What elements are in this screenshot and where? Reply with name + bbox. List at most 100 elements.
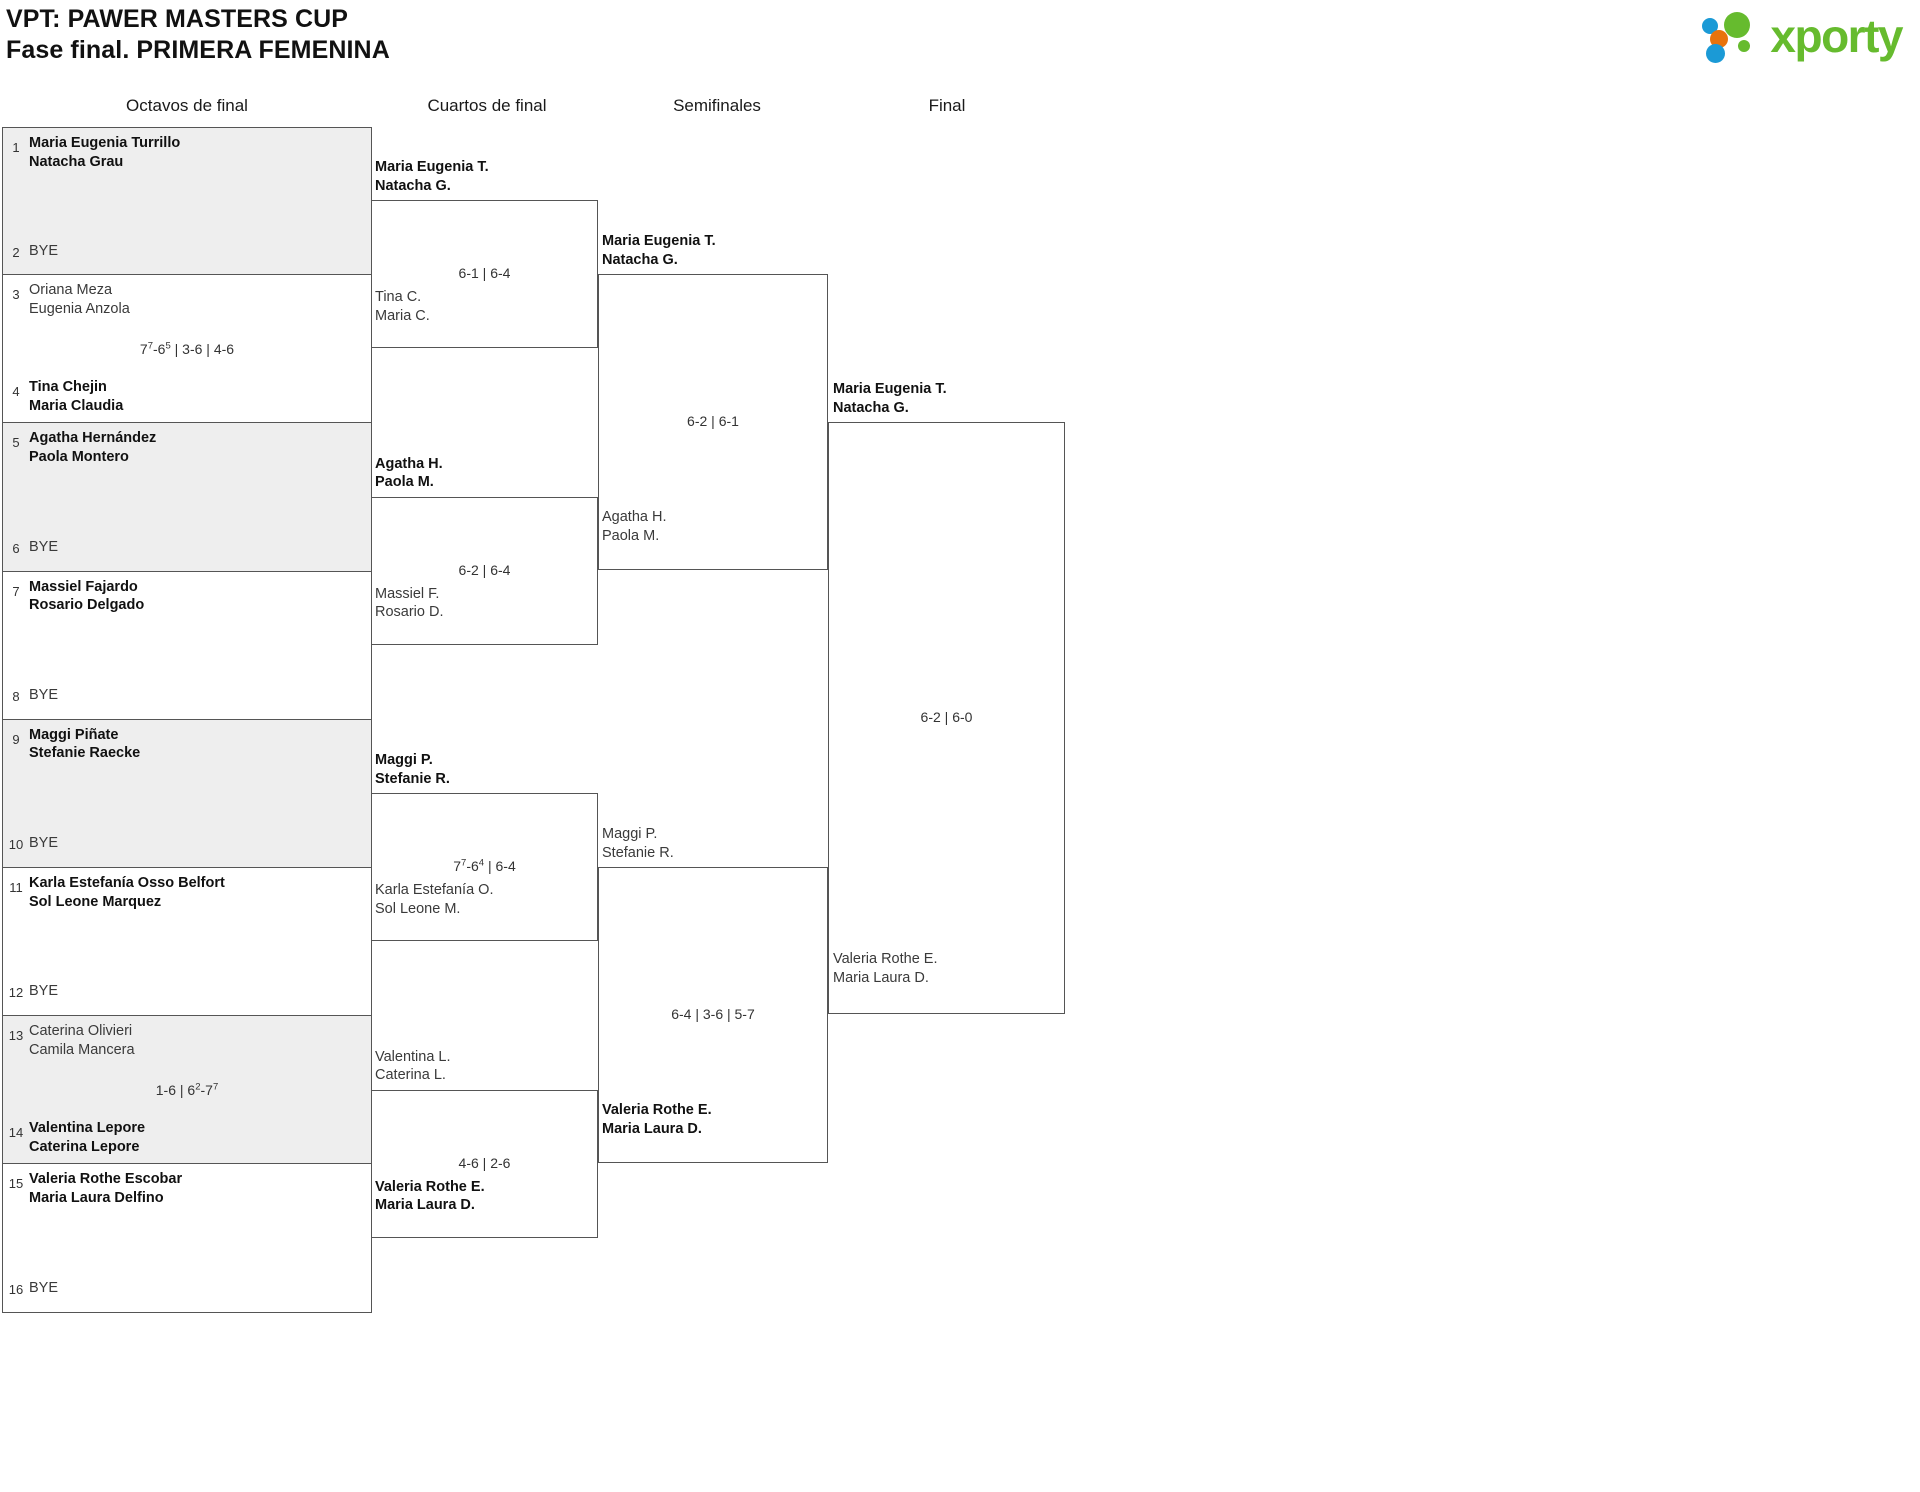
bye-label: BYE [29, 834, 59, 851]
cuartos-match[interactable] [371, 793, 598, 941]
semifinales-slot-top[interactable]: Maria Eugenia T.Natacha G. [602, 232, 716, 269]
player-name: Sol Leone Marquez [29, 893, 162, 910]
semifinales-match[interactable] [598, 274, 828, 570]
cuartos-match[interactable] [371, 1089, 598, 1238]
cuartos-slot-top[interactable]: Agatha H.Paola M. [375, 455, 443, 492]
player-name: Paola Montero [29, 448, 129, 465]
semifinales-slot-bottom[interactable]: Agatha H.Paola M. [602, 508, 667, 545]
seed-number: 4 [12, 384, 20, 400]
player-name: Maggi P. [602, 826, 658, 842]
match-score: 77-65 | 3-6 | 4-6 [139, 340, 235, 358]
logo-dots-icon [1702, 10, 1764, 63]
bye-label: BYE [29, 1279, 59, 1296]
player-name: Sol Leone M. [375, 900, 461, 917]
player-name: Natacha G. [602, 251, 678, 268]
semifinales-slot-bottom[interactable]: Valeria Rothe E.Maria Laura D. [602, 1101, 712, 1138]
player-name: Maggi Piñate [29, 726, 119, 743]
cuartos-score: 77-64 | 6-4 [453, 857, 516, 874]
final-score: 6-2 | 6-0 [920, 709, 973, 725]
semifinales-score: 6-2 | 6-1 [687, 413, 739, 429]
player-name: Maria Laura D. [833, 969, 929, 986]
player-name: Natacha G. [833, 399, 909, 416]
player-name: Rosario D. [375, 604, 444, 620]
player-name: Paola M. [602, 527, 660, 544]
player-name: Paola M. [375, 474, 434, 490]
cuartos-score: 6-2 | 6-4 [458, 561, 511, 578]
final-match[interactable] [828, 422, 1065, 1014]
seed-number: 9 [12, 731, 20, 747]
cuartos-match[interactable] [371, 200, 598, 348]
cuartos-slot-top[interactable]: Maria Eugenia T.Natacha G. [375, 158, 489, 195]
seed-number: 12 [8, 985, 24, 1001]
cuartos-match[interactable] [371, 496, 598, 645]
logo-dot-green-large-icon [1724, 12, 1751, 38]
player-name: Tina C. [375, 289, 422, 305]
player-name: Maria Eugenia T. [833, 381, 947, 397]
match-score: 1-6 | 62-77 [155, 1081, 219, 1099]
seed-number: 2 [12, 245, 20, 261]
final-slot-top[interactable]: Maria Eugenia T. Natacha G. [833, 380, 947, 417]
final-slot-bottom[interactable]: Valeria Rothe E. Maria Laura D. [833, 950, 938, 987]
seed-number: 16 [8, 1281, 24, 1297]
semifinales-slot-top[interactable]: Maggi P.Stefanie R. [602, 825, 674, 862]
cuartos-slot-top[interactable]: Maggi P.Stefanie R. [375, 751, 450, 788]
cuartos-slot-bottom[interactable]: Karla Estefanía O.Sol Leone M. [375, 881, 493, 918]
player-name: Eugenia Anzola [29, 300, 130, 317]
logo-wordmark: xporty [1770, 10, 1903, 62]
bye-label: BYE [29, 983, 59, 1000]
player-name: Valeria Rothe E. [375, 1178, 485, 1195]
cuartos-slot-bottom[interactable]: Tina C.Maria C. [375, 288, 430, 325]
player-name: Stefanie Raecke [29, 745, 141, 762]
octavos-slot-bottom[interactable]: 12 BYE [3, 976, 371, 1000]
cuartos-score: 6-1 | 6-4 [458, 265, 511, 281]
player-name: Maria Eugenia T. [375, 159, 489, 175]
player-name: Valentina L. [375, 1048, 451, 1065]
player-name: Tina Chejin [29, 379, 107, 396]
player-name: Maria Eugenia Turrillo [29, 135, 181, 151]
player-name: Maria Laura Delfino [29, 1189, 164, 1206]
semifinales-match[interactable] [598, 867, 828, 1163]
cuartos-slot-top[interactable]: Valentina L.Caterina L. [375, 1048, 451, 1085]
seed-number: 1 [12, 140, 20, 155]
logo-dot-blue-large-icon [1706, 44, 1726, 63]
player-name: Caterina Lepore [29, 1138, 140, 1155]
player-name: Massiel F. [375, 585, 440, 602]
player-name: Massiel Fajardo [29, 578, 138, 595]
player-name: Stefanie R. [375, 770, 450, 787]
player-name: Maria Claudia [29, 397, 124, 414]
bye-label: BYE [29, 538, 59, 555]
cuartos-slot-bottom[interactable]: Massiel F. Rosario D. [375, 585, 444, 622]
page-title: VPT: PAWER MASTERS CUP Fase final. PRIME… [6, 4, 390, 66]
player-name: Valeria Rothe E. [833, 951, 938, 967]
octavos-slot-bottom[interactable]: 16 BYE [3, 1273, 371, 1297]
cuartos-slot-bottom[interactable]: Valeria Rothe E.Maria Laura D. [375, 1178, 485, 1215]
